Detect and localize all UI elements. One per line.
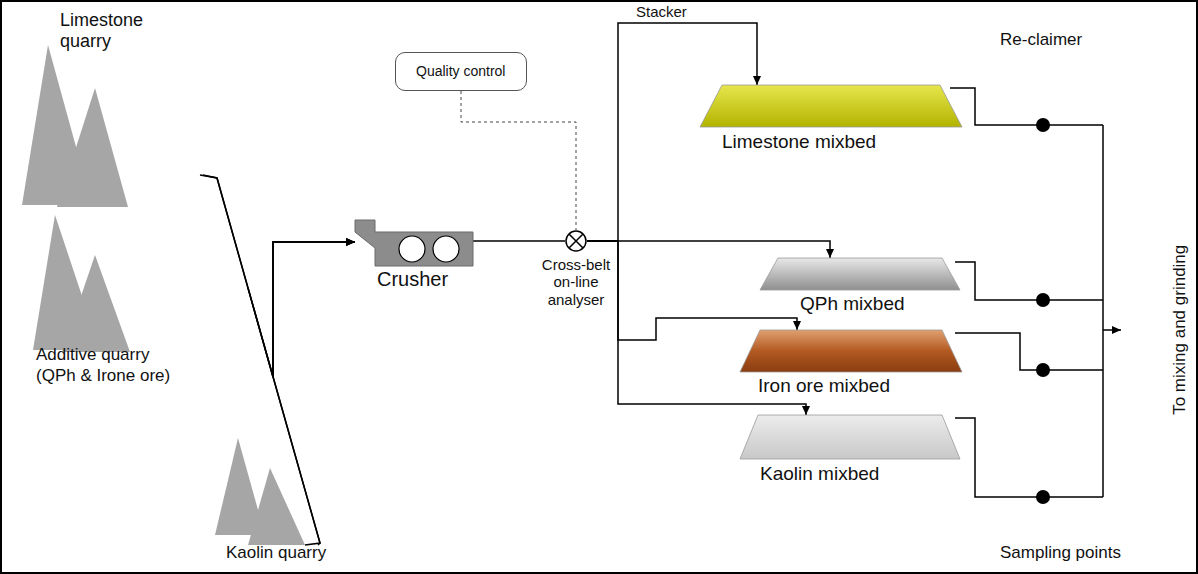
pile-triangle (57, 88, 128, 207)
mixbed: QPh mixbed (760, 258, 960, 290)
quality-control-box: Quality control (395, 52, 527, 91)
node-label: Additive quarry (36, 345, 149, 365)
crusher: Crusher (355, 218, 473, 266)
mixbed-pile (700, 85, 962, 127)
output-label: To mixing and grinding (1170, 245, 1190, 415)
node-label: QPh mixbed (800, 293, 905, 315)
node-label: Kaolin quarry (226, 543, 326, 563)
flow-connector (200, 175, 355, 377)
cross-belt-analyser: Cross-belt on-line analyser (565, 230, 587, 252)
mixbed-shape (760, 258, 960, 290)
crusher-shape (355, 218, 473, 266)
node-label: Quality control (416, 63, 505, 79)
node-label: Crusher (377, 268, 448, 291)
flow-connector (473, 240, 565, 242)
flow-connector (248, 242, 355, 377)
sampling-dots (1036, 118, 1050, 504)
mixbed-shape (740, 415, 960, 459)
crusher-body (355, 220, 473, 266)
mixbed-pile (760, 258, 960, 290)
node-label: (QPh & Irone ore) (36, 366, 170, 386)
cross-belt-analyser-shape (565, 230, 587, 252)
quarry-pile: Additive quarry(QPh & Irone ore) (20, 212, 248, 388)
flow-connector (273, 242, 355, 545)
crusher-roll (433, 236, 459, 262)
mixbed-shape (740, 330, 962, 372)
reclaimer-label: Re-claimer (1000, 30, 1082, 50)
node-label: Limestone quarry (60, 10, 160, 51)
node-label: Limestone mixbed (722, 131, 876, 153)
mixbed: Limestone mixbed (700, 85, 962, 127)
quarry-pile: Kaolin quarry (205, 430, 318, 570)
quarry-pile: Limestone quarry (18, 8, 200, 210)
node-label: Iron ore mixbed (758, 375, 890, 397)
node-label: Kaolin mixbed (760, 463, 879, 485)
pile-triangle (62, 255, 130, 352)
analyser-cross (569, 234, 583, 248)
mixbed-pile (740, 330, 962, 372)
pile-triangle (248, 468, 305, 545)
analyser-circle (566, 231, 586, 251)
crusher-roll (399, 236, 425, 262)
flow-connector (461, 91, 576, 230)
sampling-points-label: Sampling points (1000, 543, 1121, 563)
reclaimer-lines (950, 88, 1121, 497)
mixbed-shape (700, 85, 962, 127)
mixbed: Iron ore mixbed (740, 330, 962, 372)
mixbed-pile (740, 415, 960, 459)
quarry-bracket (203, 175, 320, 545)
stacker-label: Stacker (636, 3, 687, 20)
flow-connector (587, 241, 830, 258)
node-label: Cross-belt on-line analyser (536, 256, 616, 308)
mixbed: Kaolin mixbed (740, 415, 960, 459)
